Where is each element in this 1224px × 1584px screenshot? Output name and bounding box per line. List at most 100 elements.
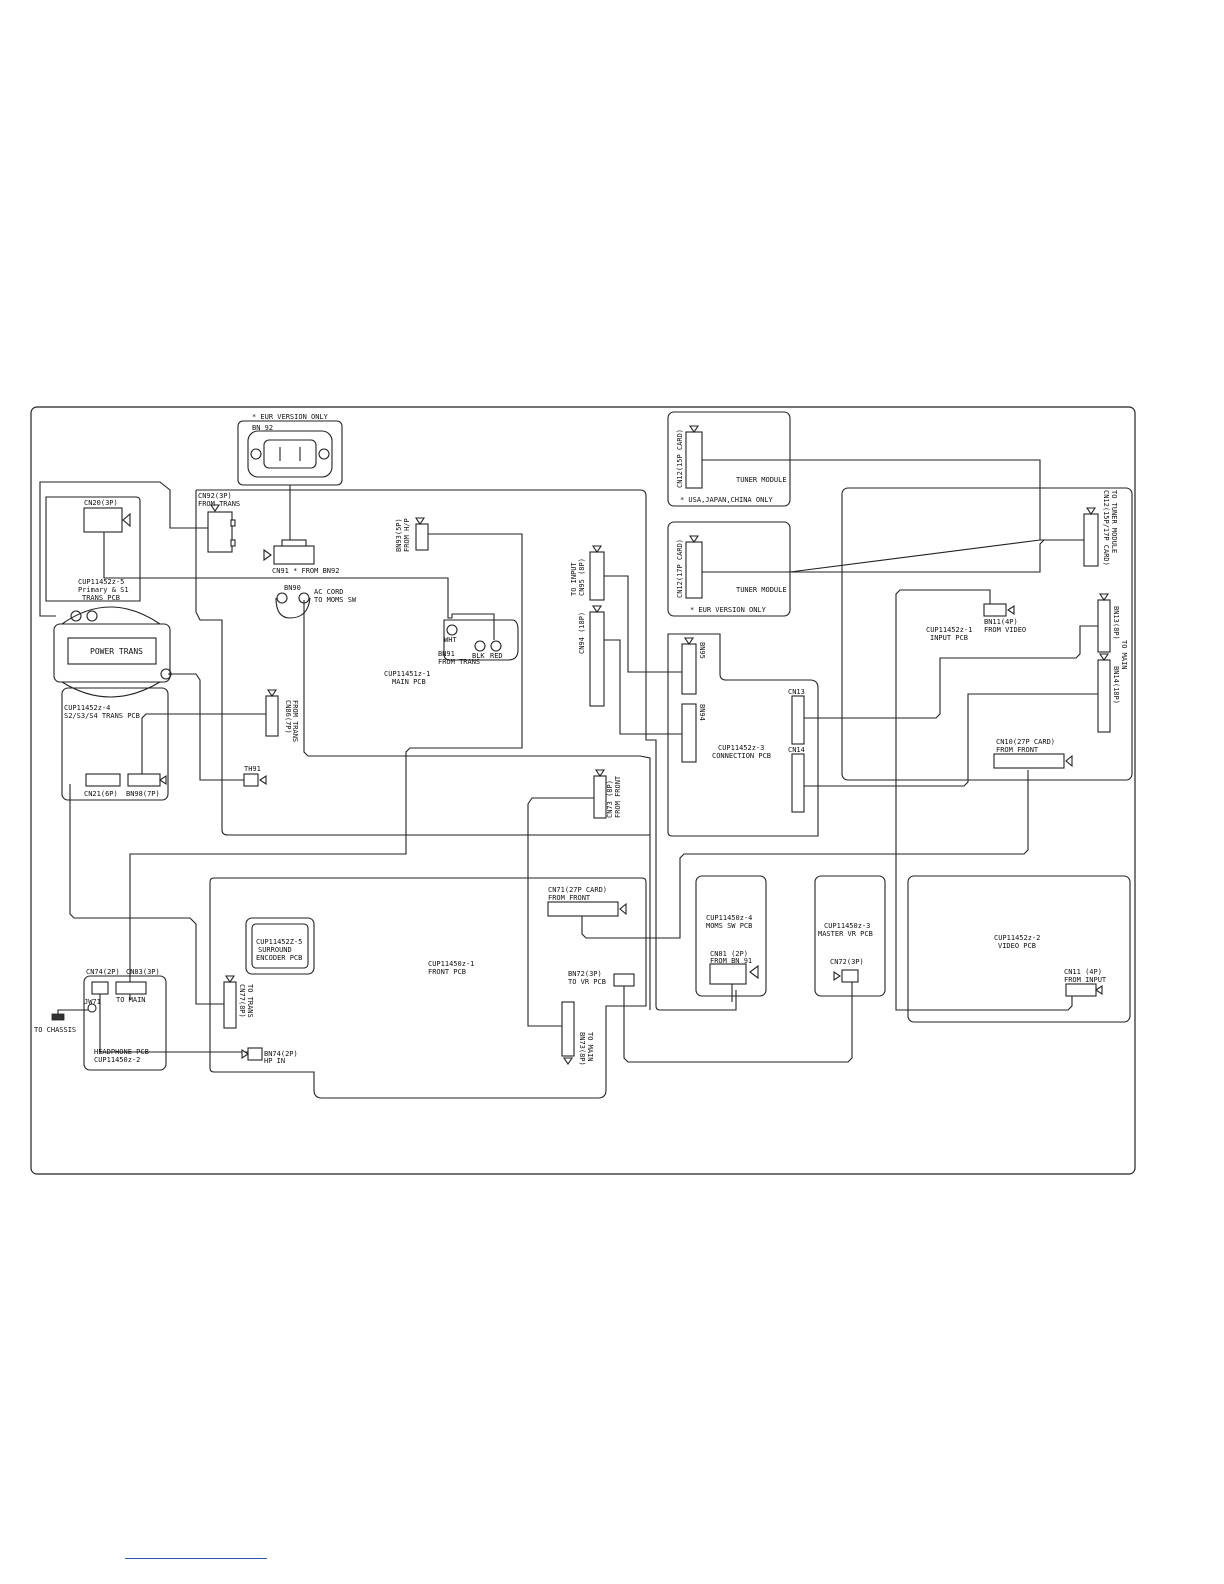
cn94-connector <box>589 611 605 707</box>
label-bn92: BN 92 <box>252 424 273 432</box>
main-pcb-outline <box>195 489 737 1011</box>
pin1-arrow-icon <box>266 689 278 697</box>
power-trans-body <box>53 623 171 683</box>
label-cn12-tuner: CN12(15P CARD) <box>676 429 684 488</box>
screw-icon <box>160 668 172 680</box>
label-bn74: BN74(2P) <box>264 1050 298 1058</box>
label-cn12-eur: CN12(17P CARD) <box>676 539 684 598</box>
pin1-arrow-icon <box>1007 604 1015 616</box>
label-cn86: CN86(7P) <box>284 700 292 734</box>
connection-pcb-outline <box>667 633 819 837</box>
pin1-arrow-icon <box>1085 507 1097 515</box>
label-cn83: CN83(3P) <box>126 968 160 976</box>
label-trans-1: CUP11452z-4 <box>64 704 110 712</box>
label-bn13: BN13(8P) <box>1112 606 1120 640</box>
label-cn71-from: FROM FRONT <box>548 894 591 902</box>
pin1-arrow-icon <box>259 774 267 786</box>
label-hp-in: HP IN <box>264 1057 285 1065</box>
label-front-2: FRONT PCB <box>428 968 466 976</box>
pin1-arrow-icon <box>414 517 426 525</box>
label-front-1: CUP11450z-1 <box>428 960 474 968</box>
tuner1-cn12-connector <box>685 431 703 489</box>
label-cn12-input-to: TO TUNER MODULE <box>1110 490 1118 553</box>
label-surround-3: ENCODER PCB <box>256 954 302 962</box>
label-primary-1: CUP11452z-5 <box>78 578 124 586</box>
ac-inlet-socket <box>247 430 333 478</box>
pin1-arrow-icon <box>688 535 700 543</box>
pin1-arrow-icon <box>1098 593 1110 601</box>
cn91-connector <box>273 545 315 565</box>
label-bn11: BN11(4P) <box>984 618 1018 626</box>
label-video-1: CUP11452z-2 <box>994 934 1040 942</box>
wires <box>39 459 1098 1063</box>
cn73-connector <box>593 775 607 819</box>
label-bn98: BN98(7P) <box>126 790 160 798</box>
label-master-1: CUP11450z-3 <box>824 922 870 930</box>
pin1-arrow-icon <box>263 548 272 562</box>
label-cn73: CN73 (8P) <box>606 780 614 818</box>
label-blk: BLK <box>472 652 485 660</box>
label-trans-2: S2/S3/S4 TRANS PCB <box>64 712 140 720</box>
outer-frame <box>30 406 1136 1175</box>
label-cn92-from: FROM TRANS <box>198 500 240 508</box>
moms-sw-pcb-outline <box>695 875 767 997</box>
cn83-connector <box>115 981 147 995</box>
label-main-2: MAIN PCB <box>392 678 426 686</box>
label-bn91: BN91 <box>438 650 455 658</box>
label-ac-cord: AC CORD <box>314 588 344 596</box>
tuner-module-2-box <box>667 521 791 617</box>
pin1-arrow-icon <box>688 425 700 433</box>
label-eur-only-2: * EUR VERSION ONLY <box>690 606 767 614</box>
label-cn12-input: CN12(15P/17P CARD) <box>1102 490 1110 566</box>
label-to-moms-sw: TO MOMS SW <box>314 596 357 604</box>
power-trans-label-box <box>67 637 157 665</box>
bn13-connector <box>1097 599 1111 653</box>
jw71-terminal <box>87 1003 97 1013</box>
pin1-arrow-icon <box>749 964 759 980</box>
bn91-terminal-block <box>443 619 519 661</box>
label-cn14: CN14 <box>788 746 805 754</box>
cn12-input-connector <box>1083 513 1099 567</box>
label-to-main: TO MAIN <box>116 996 146 1004</box>
label-to-chassis: TO CHASSIS <box>34 1026 76 1034</box>
video-pcb-outline <box>907 875 1131 1023</box>
cn13-connector <box>791 695 805 745</box>
cn77-connector <box>223 981 237 1029</box>
label-cn71: CN71(27P CARD) <box>548 886 607 894</box>
bn90-terminal <box>298 592 310 604</box>
pin1-arrow-icon <box>241 1048 249 1060</box>
pin1-arrow-icon <box>833 970 841 982</box>
pin1-arrow-icon <box>562 1057 574 1065</box>
label-conn-1: CUP11452z-3 <box>718 744 764 752</box>
pin1-arrow-icon <box>1098 653 1110 661</box>
label-cn81: CN81 (2P) <box>710 950 748 958</box>
cn86-connector <box>265 695 279 737</box>
screw-icon <box>70 610 82 622</box>
label-surround-1: CUP11452Z-5 <box>256 938 302 946</box>
label-video-2: VIDEO PCB <box>998 942 1036 950</box>
pin1-arrow-icon <box>591 545 603 553</box>
pin1-arrow-icon <box>619 902 627 916</box>
footer-rule <box>125 1558 267 1559</box>
label-moms-2: MOMS SW PCB <box>706 922 752 930</box>
label-eur-only-top: * EUR VERSION ONLY <box>252 413 329 421</box>
bn98-connector <box>127 773 161 787</box>
label-cn74: CN74(2P) <box>86 968 120 976</box>
label-cn11: CN11 (4P) <box>1064 968 1102 976</box>
cn11-connector <box>1065 983 1097 997</box>
label-cn81-from: FROM BN 91 <box>710 957 752 965</box>
label-red: RED <box>490 652 503 660</box>
label-cn11-from: FROM INPUT <box>1064 976 1107 984</box>
label-hp-2: CUP11450z-2 <box>94 1056 140 1064</box>
bn90-terminal <box>276 592 288 604</box>
cn71-connector <box>547 901 619 917</box>
label-cn77-to: TO TRANS <box>246 984 254 1018</box>
pin1-arrow-icon <box>591 605 603 613</box>
label-bn94: BN94 <box>698 704 706 721</box>
label-cn13: CN13 <box>788 688 805 696</box>
label-moms-1: CUP11450z-4 <box>706 914 752 922</box>
label-cn73-from: FROM FRONT <box>614 775 622 818</box>
cn81-connector <box>709 963 747 985</box>
cn95-connector <box>589 551 605 601</box>
label-primary-3: TRANS PCB <box>82 594 120 602</box>
